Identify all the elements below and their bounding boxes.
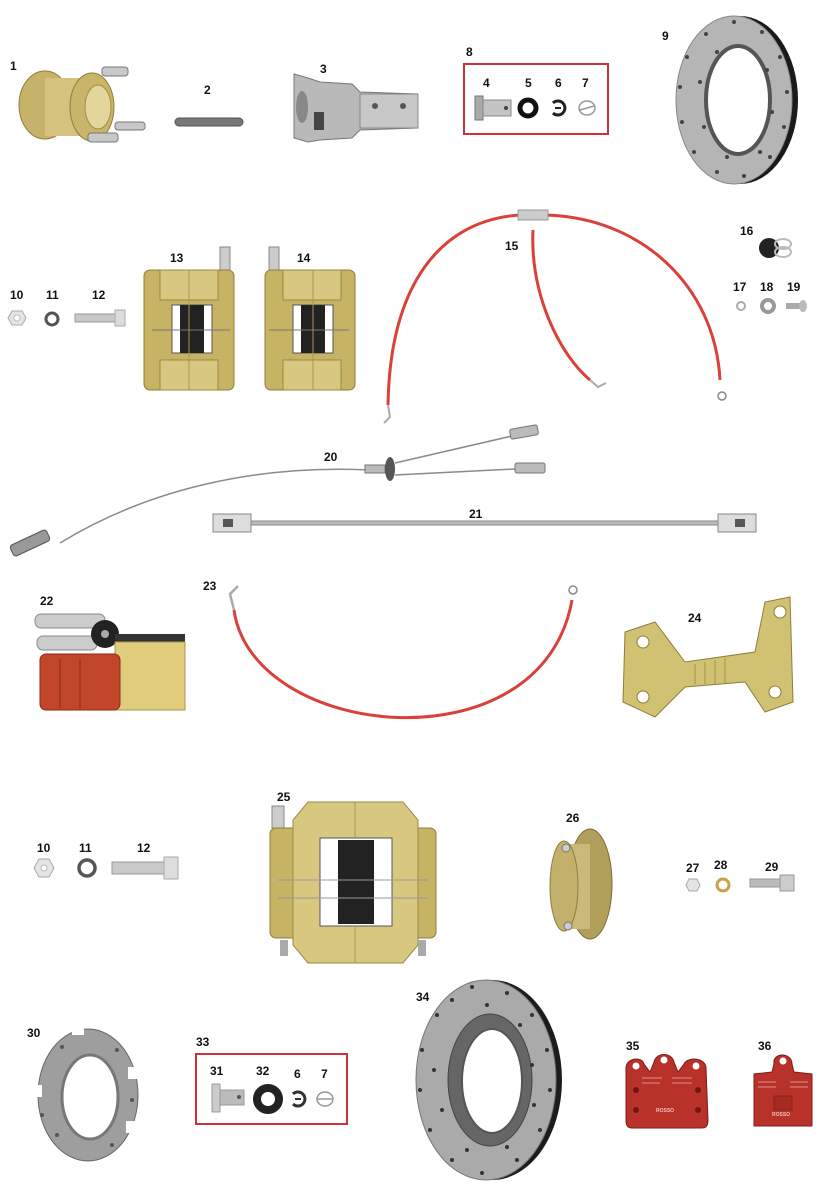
retaining-clip-part-7b[interactable] bbox=[315, 1090, 335, 1108]
part-label-7: 7 bbox=[582, 76, 589, 90]
washer-part-5[interactable] bbox=[517, 97, 539, 119]
master-cylinder-part-22[interactable] bbox=[25, 604, 195, 719]
brake-cable-part-20[interactable] bbox=[5, 424, 550, 570]
part-label-4: 4 bbox=[483, 76, 490, 90]
circlip-part-6[interactable] bbox=[549, 98, 569, 118]
washer-part-11b[interactable] bbox=[76, 857, 98, 879]
part-label-9: 9 bbox=[662, 29, 669, 43]
wheel-hub-part-1[interactable] bbox=[10, 60, 146, 155]
disc-carrier-part-30[interactable] bbox=[32, 1025, 142, 1165]
nut-part-10[interactable] bbox=[7, 310, 27, 326]
washer-part-32[interactable] bbox=[252, 1083, 284, 1115]
rear-brake-hose-part-23[interactable] bbox=[222, 580, 582, 750]
brake-rod-part-21[interactable] bbox=[212, 512, 758, 534]
part-label-14: 14 bbox=[297, 251, 311, 265]
axle-sleeve-part-3[interactable] bbox=[290, 72, 422, 144]
part-label-34: 34 bbox=[416, 990, 430, 1004]
part-label-6: 6 bbox=[555, 76, 562, 90]
part-label-26: 26 bbox=[566, 811, 580, 825]
part-label-8: 8 bbox=[466, 45, 473, 59]
front-brake-pad-part-36[interactable]: ROSSO bbox=[752, 1050, 814, 1130]
part-label-11b: 11 bbox=[79, 841, 92, 855]
nut-part-27[interactable] bbox=[685, 878, 701, 892]
part-label-1: 1 bbox=[10, 59, 17, 73]
pad-brand-text: ROSSO bbox=[656, 1108, 675, 1114]
part-label-18: 18 bbox=[760, 280, 774, 294]
screw-part-19[interactable] bbox=[786, 300, 808, 312]
part-label-36: 36 bbox=[758, 1039, 772, 1053]
pin-part-31[interactable] bbox=[211, 1083, 245, 1113]
part-label-16: 16 bbox=[740, 224, 754, 238]
part-label-13: 13 bbox=[170, 251, 184, 265]
part-label-19: 19 bbox=[787, 280, 801, 294]
part-label-10: 10 bbox=[10, 288, 24, 302]
part-label-25: 25 bbox=[277, 790, 291, 804]
part-label-15: 15 bbox=[505, 239, 519, 253]
pin-part-4[interactable] bbox=[473, 95, 513, 121]
copper-washer-part-28[interactable] bbox=[714, 876, 732, 894]
part-label-3: 3 bbox=[320, 62, 327, 76]
part-label-17: 17 bbox=[733, 280, 747, 294]
circlip-part-6b[interactable] bbox=[289, 1089, 309, 1109]
part-label-35: 35 bbox=[626, 1039, 640, 1053]
small-washer-part-17[interactable] bbox=[735, 300, 747, 312]
part-label-24: 24 bbox=[688, 611, 702, 625]
part-label-30: 30 bbox=[27, 1026, 41, 1040]
part-label-23: 23 bbox=[203, 579, 217, 593]
bolt-part-29[interactable] bbox=[749, 874, 796, 892]
part-label-6b: 6 bbox=[294, 1067, 301, 1081]
rear-disc-part-34[interactable] bbox=[412, 975, 567, 1185]
front-caliper-left-part-13[interactable] bbox=[142, 245, 238, 395]
pad-brand-text: ROSSO bbox=[772, 1112, 791, 1118]
retaining-clip-part-7[interactable] bbox=[577, 99, 597, 117]
part-label-22: 22 bbox=[40, 594, 54, 608]
part-label-12: 12 bbox=[92, 288, 106, 302]
caliper-bracket-part-24[interactable] bbox=[615, 592, 795, 727]
part-label-10b: 10 bbox=[37, 841, 51, 855]
part-label-5: 5 bbox=[525, 76, 532, 90]
bolt-part-12b[interactable] bbox=[111, 856, 180, 880]
part-label-31: 31 bbox=[210, 1064, 224, 1078]
bolt-part-12[interactable] bbox=[74, 309, 127, 327]
part-label-27: 27 bbox=[686, 861, 700, 875]
hose-clamp-part-16[interactable] bbox=[757, 232, 797, 262]
disc-hub-part-26[interactable] bbox=[548, 826, 618, 946]
washer-part-18[interactable] bbox=[759, 297, 777, 315]
part-label-32: 32 bbox=[256, 1064, 270, 1078]
part-label-33: 33 bbox=[196, 1035, 210, 1049]
brake-disc-part-9[interactable] bbox=[672, 12, 802, 187]
washer-part-11[interactable] bbox=[43, 310, 61, 328]
part-label-28: 28 bbox=[714, 858, 728, 872]
part-label-21: 21 bbox=[469, 507, 483, 521]
part-label-12b: 12 bbox=[137, 841, 151, 855]
rear-caliper-part-25[interactable] bbox=[268, 800, 438, 965]
pin-kit-group-8[interactable]: 4 5 6 7 bbox=[463, 63, 609, 135]
nut-part-10b[interactable] bbox=[33, 858, 55, 878]
part-label-7b: 7 bbox=[321, 1067, 328, 1081]
part-label-11: 11 bbox=[46, 288, 59, 302]
front-brake-hose-part-15[interactable] bbox=[380, 205, 740, 435]
rear-brake-pad-part-35[interactable]: ROSSO bbox=[622, 1050, 712, 1130]
part-label-20: 20 bbox=[324, 450, 338, 464]
key-part-2[interactable] bbox=[174, 117, 244, 127]
part-label-2: 2 bbox=[204, 83, 211, 97]
front-caliper-right-part-14[interactable] bbox=[263, 245, 359, 395]
pin-kit-group-33[interactable]: 31 32 6 7 bbox=[195, 1053, 348, 1125]
part-label-29: 29 bbox=[765, 860, 779, 874]
